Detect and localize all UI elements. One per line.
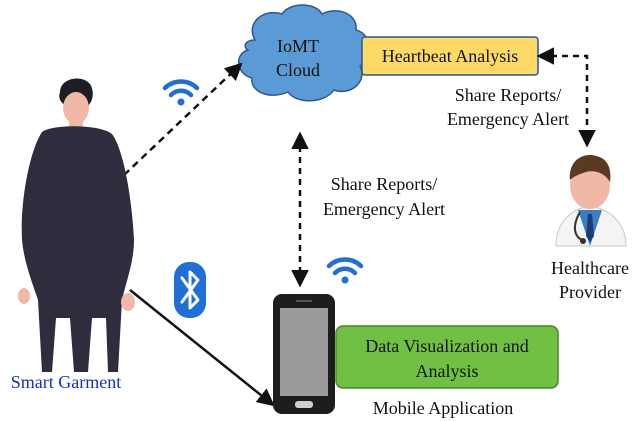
smartphone-icon [273, 294, 335, 414]
garment-phone-link [129, 289, 275, 407]
share-reports-label-right-line2: Emergency Alert [447, 109, 569, 129]
doctor-icon [555, 155, 627, 247]
person-icon [18, 78, 135, 372]
healthcare-provider-label-line2: Provider [559, 282, 621, 302]
cloud-label-line1: IoMT [277, 36, 319, 56]
bluetooth-icon [174, 262, 206, 318]
iomt-cloud: IoMT Cloud [238, 4, 370, 102]
data-visualization-node: Data Visualization and Analysis [335, 325, 559, 389]
cloud-label-line2: Cloud [276, 60, 320, 80]
wifi-icon [162, 79, 200, 106]
smart-garment-label: Smart Garment [11, 372, 121, 392]
heartbeat-analysis-label: Heartbeat Analysis [382, 46, 518, 66]
heartbeat-analysis-node: Heartbeat Analysis [361, 36, 539, 76]
share-reports-label-center-line1: Share Reports/ [331, 174, 437, 194]
share-reports-label-center-line2: Emergency Alert [323, 199, 445, 219]
share-reports-label-right-line1: Share Reports/ [455, 85, 561, 105]
mobile-application-label: Mobile Application [373, 398, 513, 418]
data-visualization-label-line2: Analysis [416, 361, 479, 381]
heartbeat-provider-link [536, 47, 596, 148]
data-visualization-label-line1: Data Visualization and [365, 336, 529, 356]
healthcare-provider-label-line1: Healthcare [551, 258, 629, 278]
wifi-icon [326, 257, 364, 284]
garment-cloud-link [123, 62, 243, 176]
data-visualization-box [335, 325, 559, 389]
